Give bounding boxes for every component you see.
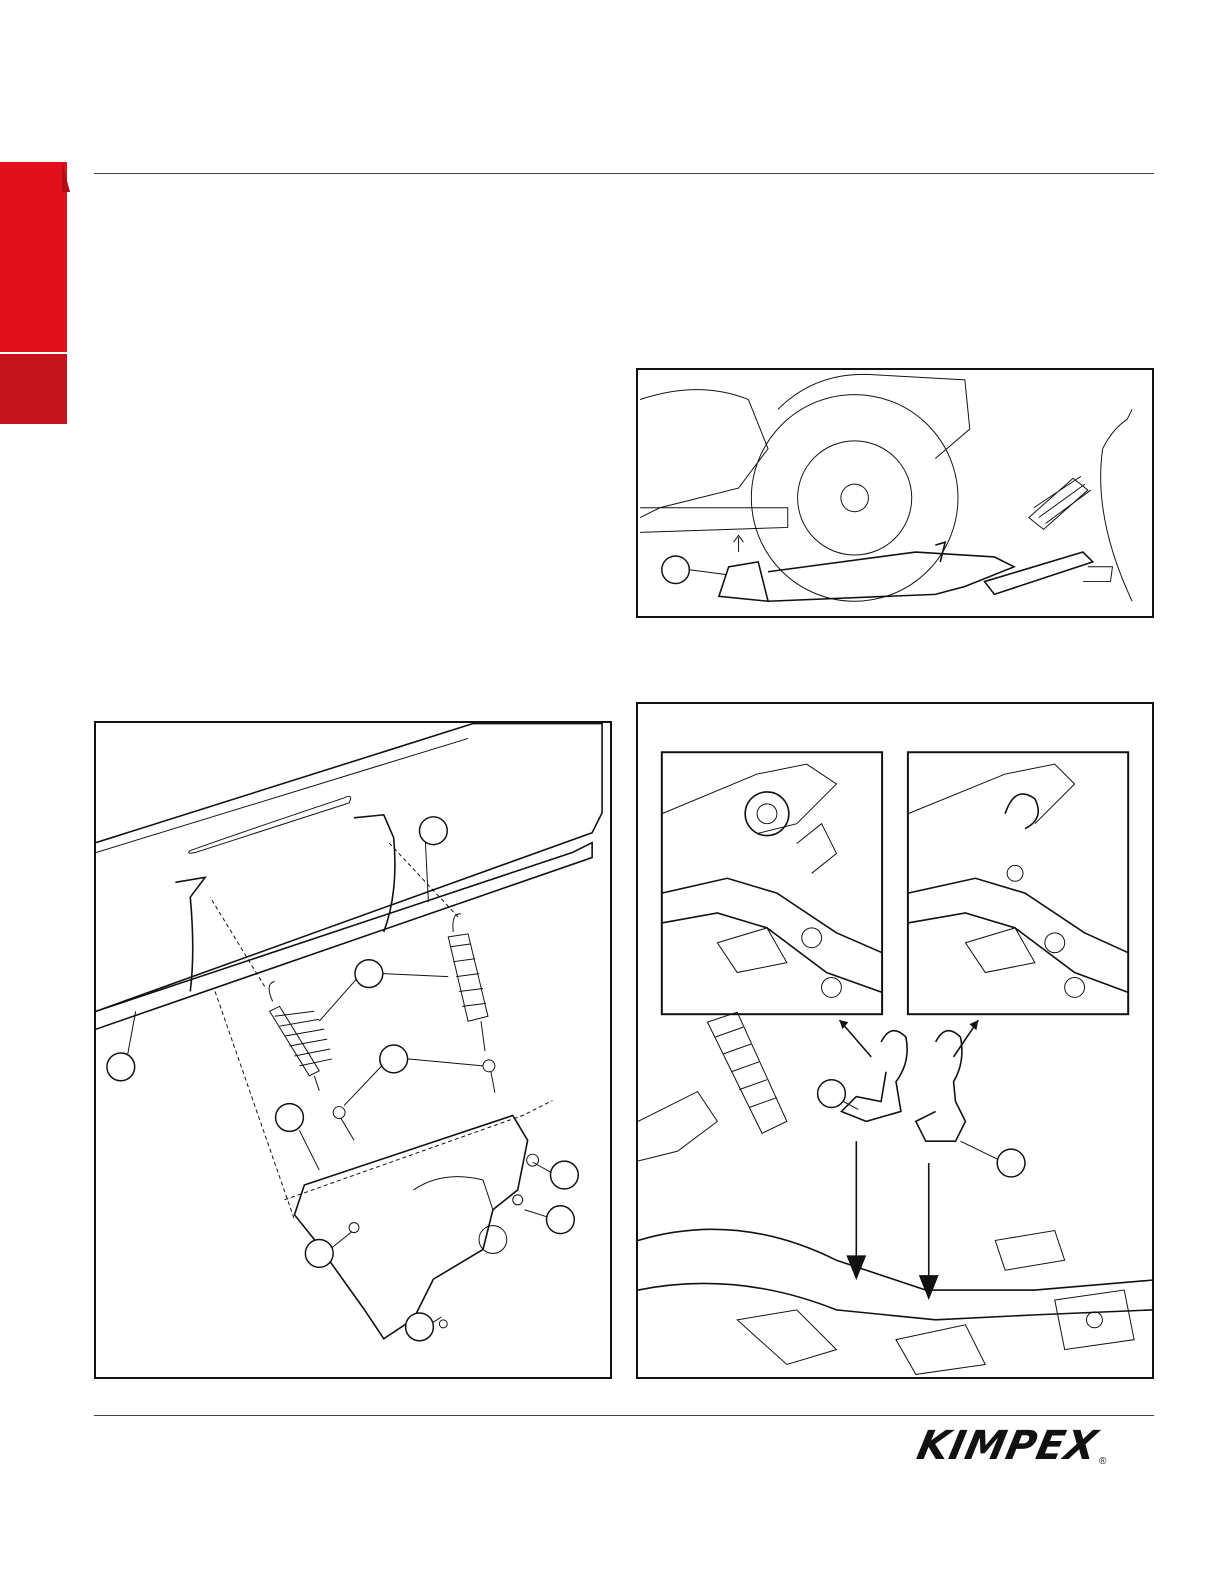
callout-hook-left — [816, 1078, 847, 1109]
inset-hook-right — [906, 751, 1130, 1016]
figure-hook-installation — [636, 702, 1154, 1379]
spring-left — [268, 981, 333, 1091]
spring-assembly-illustration — [96, 723, 603, 1342]
chapter-tab — [0, 162, 67, 352]
callout-1 — [418, 816, 449, 846]
kimpex-logo: KIMPEX® — [913, 1423, 1154, 1469]
callout-hook-right — [996, 1148, 1026, 1178]
atv-side-view-illustration — [639, 373, 1133, 603]
chapter-tab-lower — [0, 354, 67, 424]
callout-8 — [304, 1238, 334, 1269]
callout-7 — [545, 1205, 576, 1235]
chapter-tab-fold — [62, 162, 70, 192]
brand-reg-mark: ® — [1099, 1456, 1107, 1467]
callout-a — [661, 555, 691, 585]
callout-6 — [549, 1160, 579, 1190]
figure-spring-assembly — [94, 721, 612, 1379]
figure-atv-side-view — [636, 368, 1154, 618]
callout-5 — [274, 1102, 305, 1133]
brand-name: KIMPEX — [913, 1423, 1103, 1469]
inset-hook-left — [660, 751, 884, 1016]
header-rule — [94, 173, 1154, 174]
callout-4 — [106, 1052, 136, 1082]
footer-rule — [94, 1415, 1154, 1416]
spring-right — [447, 913, 489, 1052]
callout-3 — [379, 1044, 409, 1074]
callout-9 — [404, 1312, 435, 1342]
callout-2 — [354, 958, 384, 989]
hook-installation-illustration — [638, 751, 1152, 1375]
